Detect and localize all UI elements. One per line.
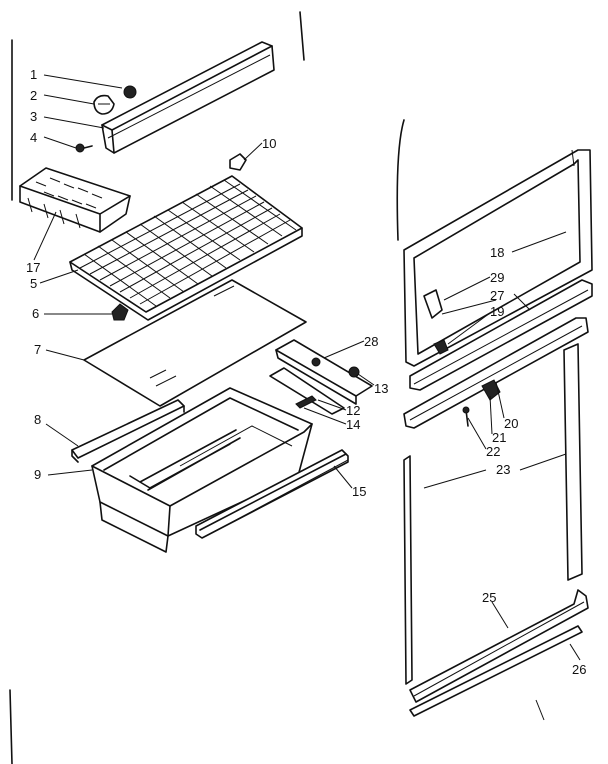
top-bracket-rail	[101, 41, 275, 154]
shelf-clip	[229, 153, 247, 171]
fresh-food-gasket-top	[403, 317, 589, 429]
callout-19: 19	[490, 304, 504, 319]
callout-25: 25	[482, 590, 496, 605]
cabinet-edge-left	[9, 39, 13, 764]
callout-27: 27	[490, 288, 504, 303]
callout-12: 12	[346, 403, 360, 418]
freezer-door-gasket	[403, 149, 593, 367]
callout-1: 1	[30, 67, 37, 82]
door-switch	[481, 379, 501, 401]
callout-8: 8	[34, 412, 41, 427]
freezer-breaker-strip	[409, 279, 593, 391]
callout-26: 26	[572, 662, 586, 677]
hinge-cover	[423, 289, 443, 319]
callout-14: 14	[346, 417, 360, 432]
callout-3: 3	[30, 109, 37, 124]
callout-22: 22	[486, 444, 500, 459]
hex-nut	[348, 366, 360, 378]
crisper-drawer	[91, 387, 313, 553]
door-bottom-trim	[409, 625, 583, 717]
callout-29: 29	[490, 270, 504, 285]
shelf-support	[111, 303, 129, 321]
callout-18: 18	[490, 245, 504, 260]
fresh-food-gasket-bottom	[409, 589, 589, 703]
fresh-food-gasket-right	[563, 343, 583, 581]
callout-20: 20	[504, 416, 518, 431]
callout-7: 7	[34, 342, 41, 357]
callout-4: 4	[30, 130, 37, 145]
cabinet-edge-top	[299, 11, 305, 61]
drawer-rail-right	[195, 449, 349, 539]
callout-17: 17	[26, 260, 40, 275]
hinge-pin	[433, 339, 449, 355]
callout-15: 15	[352, 484, 366, 499]
callout-labels: 1 2 3 4 10 17 5 6 7 28 13 12 14 8 9 15 1…	[26, 67, 586, 677]
ice-cube-tray	[19, 167, 131, 233]
crisper-cover-frame	[275, 339, 373, 405]
callout-23: 23	[496, 462, 510, 477]
callout-21: 21	[492, 430, 506, 445]
glass-shelf	[83, 279, 307, 407]
callout-5: 5	[30, 276, 37, 291]
callout-9: 9	[34, 467, 41, 482]
scan-mark	[535, 699, 545, 721]
door-hinge-line	[396, 119, 405, 241]
screw-part	[75, 143, 93, 153]
callout-10: 10	[262, 136, 276, 151]
callout-13: 13	[374, 381, 388, 396]
control-knob	[123, 85, 137, 99]
callout-6: 6	[32, 306, 39, 321]
fresh-food-gasket-left	[403, 455, 413, 685]
callout-2: 2	[30, 88, 37, 103]
drawer-rail-left	[71, 399, 185, 463]
wire-shelf	[69, 175, 303, 321]
leader-lines	[33, 74, 581, 661]
callout-28: 28	[364, 334, 378, 349]
switch-screw	[462, 406, 470, 427]
thermostat-control	[93, 94, 115, 115]
